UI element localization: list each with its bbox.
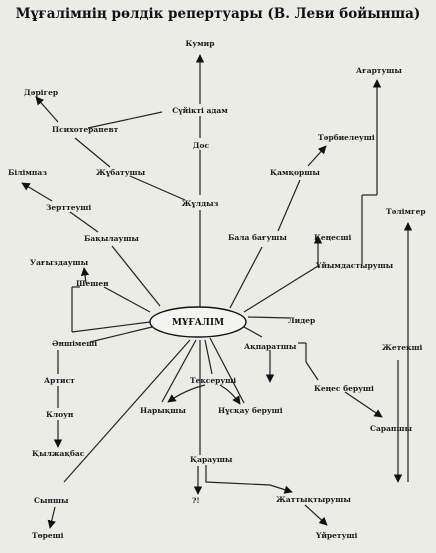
edge-psycho-suikti	[87, 111, 163, 129]
node-shenen: Шешен	[76, 279, 109, 288]
node-artist: Артист	[44, 376, 75, 385]
node-synshy: Сыншы	[34, 496, 69, 505]
node-kamkorshy: Қамқоршы	[270, 168, 320, 177]
edge-center-bala	[229, 246, 263, 309]
node-kenes-berushi: Кеңес беруші	[314, 384, 374, 393]
edge-center-akparat	[243, 326, 263, 338]
edge-synshy-toreshi	[47, 506, 56, 529]
node-question: ?!	[192, 496, 200, 505]
edge-center-synshy	[63, 339, 191, 483]
node-dos: Дос	[193, 141, 210, 150]
edge-center-lider	[247, 316, 291, 319]
edge-zertteushi-bilimpaz	[21, 182, 53, 202]
edge-psycho-derter	[35, 96, 59, 123]
node-uiretushi: Үйретуші	[315, 531, 357, 540]
node-kloun: Клоун	[46, 410, 74, 419]
edge-center-bakylaushy	[111, 245, 161, 307]
edge-zhattyk-uiretushi	[304, 504, 328, 526]
node-uimdastyrushy: Ұйымдастырушы	[315, 261, 394, 270]
node-akparatshy: Ақпаратшы	[244, 342, 297, 351]
edge-center-leftbracket	[71, 321, 151, 333]
node-kumir: Кумир	[186, 39, 215, 48]
node-uagyzdaushy: Уағыздаушы	[30, 258, 89, 267]
edge-center-narykshy	[161, 339, 197, 403]
edge-center-shenen	[103, 286, 151, 313]
node-toreshi: Төреші	[32, 531, 64, 540]
node-bala-baguushy: Бала бағушы	[228, 233, 287, 242]
edge-bala-kamkor	[277, 179, 301, 232]
node-kylzhakbas: Қылжақбас	[32, 449, 85, 458]
node-zhetekshi: Жетекші	[382, 343, 423, 352]
node-tekserushi: Тексеруші	[190, 376, 236, 385]
node-derter: Дәрігер	[24, 88, 58, 97]
node-karaushy: Қараушы	[190, 455, 233, 464]
node-enshimeshi: Әншімеші	[52, 339, 97, 348]
node-bilimpaz: Білімпаз	[8, 168, 47, 177]
node-zertteushi: Зерттеуші	[46, 203, 91, 212]
edge-center-tekserushi	[204, 339, 213, 375]
node-zhubatushy: Жұбатушы	[96, 168, 146, 177]
node-agartushy: Ағартушы	[356, 66, 402, 75]
node-nuskau-berushi: Нұсқау беруші	[218, 406, 283, 415]
edge-center-nuskau	[209, 337, 245, 404]
edge-akparat-kenes	[305, 361, 319, 381]
edge-karaushy-zhattyk	[205, 465, 293, 494]
node-bakylaushy: Бақылаушы	[84, 234, 139, 243]
node-lider: Лидер	[288, 316, 315, 325]
edge-zhubatushy-psycho	[74, 137, 111, 168]
edge-center-keneshi	[243, 265, 319, 313]
node-keneshi: Кеңесші	[314, 233, 352, 242]
node-narykshy: Нарықшы	[140, 406, 186, 415]
edge-kamkor-tarbie	[307, 145, 327, 167]
node-sarapshy: Сарапшы	[370, 424, 412, 433]
edge-zhuldyz-zhubatushy	[129, 175, 186, 201]
edge-bakylaushy-zertteushi	[69, 211, 99, 233]
edge-shenen-uagyz	[80, 267, 90, 284]
diagram-title: Мұғалімнің рөлдік репертуары (В. Леви бо…	[15, 6, 421, 22]
center-label: МҰҒАЛІМ	[172, 318, 224, 328]
edge-center-enshimeshi	[89, 326, 153, 343]
node-suikti: Сүйікті адам	[172, 106, 228, 115]
center-ellipse	[149, 306, 247, 338]
node-talimger: Тәлімгер	[386, 207, 426, 216]
node-zhattyktyrushy: Жаттықтырушы	[276, 495, 351, 504]
node-zhuldyz: Жұлдыз	[182, 199, 219, 208]
edge-kenes-sarapshy	[344, 391, 383, 418]
node-psychotherapist: Психотерапевт	[52, 125, 119, 134]
edge-tekserushi-nuskau	[219, 384, 241, 405]
edge-tekserushi-narykshy	[167, 384, 206, 403]
node-tarbieleushi: Тәрбиелеуші	[318, 133, 375, 142]
